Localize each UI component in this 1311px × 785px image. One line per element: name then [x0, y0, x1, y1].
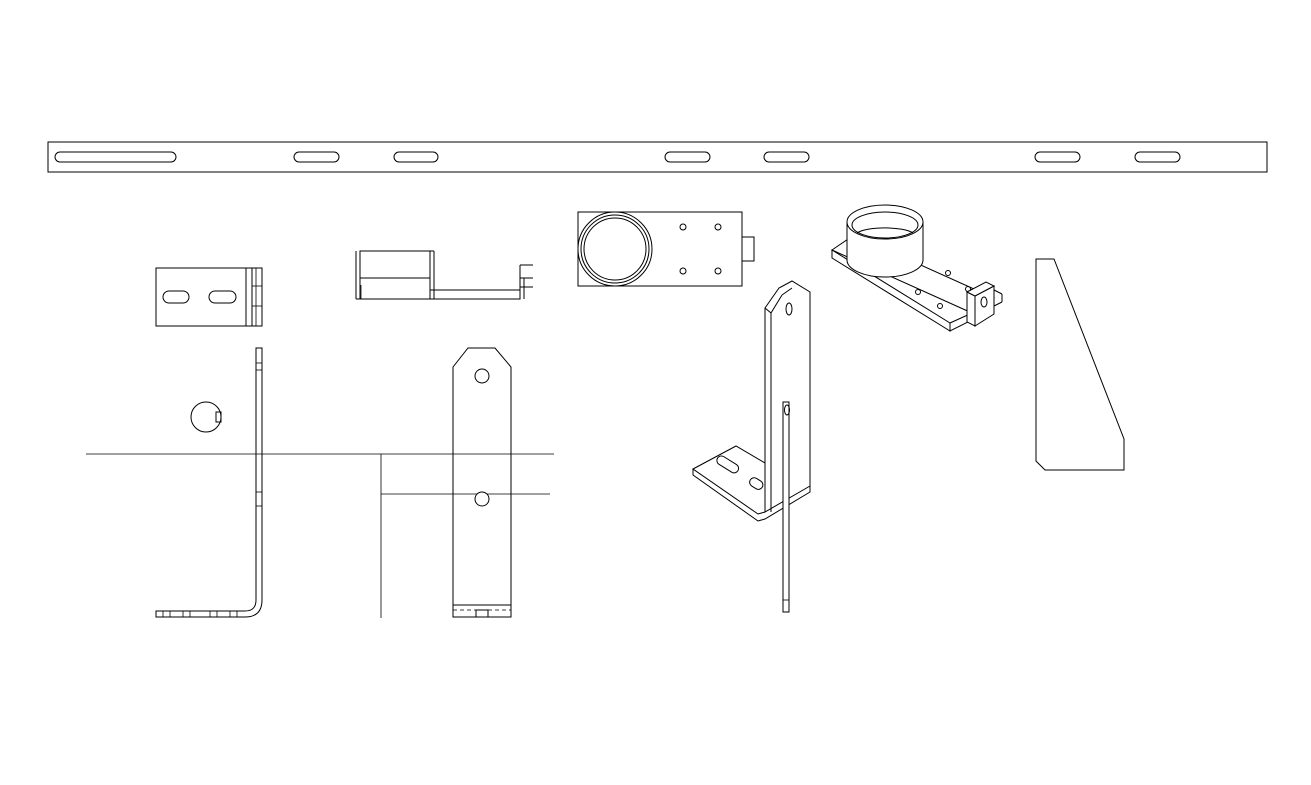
strip-slot: [294, 152, 339, 162]
iso-foot-top: [693, 446, 765, 514]
strip-slot: [394, 152, 438, 162]
plate-slot: [209, 291, 236, 303]
front-plate-notch: [476, 610, 488, 617]
iso-cylinder-top-outer: [847, 205, 923, 239]
side-lug: [742, 237, 754, 261]
bracket-side-view: [356, 251, 533, 299]
mount-hole: [715, 268, 721, 274]
iso-foot-slot: [715, 454, 740, 474]
strip-slot: [665, 152, 710, 162]
iso-strip-edge: [783, 402, 789, 612]
gusset-outline: [1036, 259, 1124, 470]
l-bracket-side-view: [86, 348, 554, 618]
iso-lug-line: [994, 290, 1002, 294]
front-plate-outline: [453, 348, 511, 617]
iso-hole: [916, 290, 921, 295]
iso-upright-edge: [765, 308, 771, 512]
strip-outline: [48, 142, 1267, 172]
slotted-plate-front-view: [156, 268, 262, 326]
long-slotted-strip-top-view: [48, 142, 1267, 172]
mount-hole: [715, 224, 721, 230]
iso-foot-edge: [693, 469, 810, 521]
iso-lug-top: [967, 282, 994, 296]
iso-upright-hole: [786, 303, 792, 315]
bracket-arm: [430, 290, 520, 299]
iso-foot-slot: [748, 476, 765, 491]
iso-lug-line: [994, 302, 1002, 306]
plate-outline: [156, 268, 262, 326]
front-plate-hole: [475, 492, 489, 506]
iso-upright-edge: [782, 288, 792, 295]
reference-hole-key: [216, 412, 221, 422]
bore-outer: [578, 212, 652, 286]
iso-upright-edge: [771, 295, 782, 313]
l-bracket-isometric-view: [693, 281, 810, 612]
iso-hole: [946, 271, 951, 276]
strip-slot: [1035, 152, 1080, 162]
plate-slot: [163, 291, 189, 303]
bore-mid: [581, 215, 649, 283]
front-plate-hole: [475, 369, 489, 383]
iso-hole: [938, 304, 943, 309]
bore-inner: [584, 218, 646, 280]
mount-hole: [680, 268, 686, 274]
bracket-body: [360, 251, 430, 299]
iso-strip-hole: [785, 405, 790, 415]
iso-cylinder-bore: [857, 228, 913, 233]
strip-slot-long: [55, 152, 176, 162]
iso-cylinder-top-inner: [852, 212, 918, 238]
gusset-plate-view: [1036, 259, 1124, 470]
strip-slot: [1135, 152, 1180, 162]
strip-slot: [764, 152, 809, 162]
mount-hole: [680, 224, 686, 230]
clamp-base-isometric-view: [832, 205, 1002, 331]
base-plate-outline: [578, 212, 742, 286]
iso-lug-hole: [981, 297, 987, 307]
l-bracket-profile: [156, 348, 262, 617]
clamp-base-top-view: [578, 212, 754, 286]
l-bracket-front-view: [453, 348, 511, 617]
iso-lug-front: [967, 292, 975, 326]
